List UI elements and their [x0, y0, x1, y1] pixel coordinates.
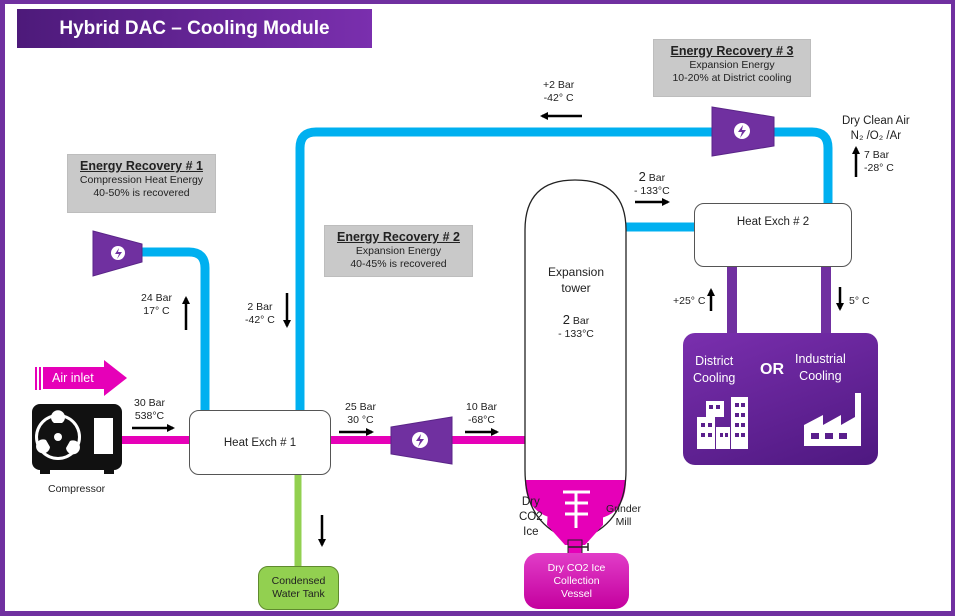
pipe-top-return	[295, 127, 833, 412]
energy-recovery-3-line1: Expansion Energy	[689, 59, 775, 71]
cooling-return-temp: 5° C	[849, 295, 870, 307]
dry-clean-air-conditions: 7 Bar -28° C	[864, 149, 894, 175]
dry-ice-line1: Dry	[521, 496, 540, 508]
expansion-tower-label: Expansion tower	[536, 264, 616, 296]
cooling-supply-temp: +25° C	[673, 295, 706, 307]
er2-turbine	[390, 416, 453, 465]
er1-riser-conditions: 24 Bar 17° C	[141, 292, 172, 318]
industrial-line2: Cooling	[799, 369, 842, 383]
compressor-out-conditions: 30 Bar 538°C	[134, 397, 165, 423]
dry-clean-air-line2: N₂ /O₂ /Ar	[850, 130, 902, 142]
district-line2: Cooling	[693, 371, 736, 385]
tower-out-temp: - 133°C	[634, 185, 670, 197]
hx1-out-temp: 30 °C	[347, 414, 374, 426]
grinder-line2: Mill	[615, 516, 632, 528]
vessel-label-line1: Dry CO2 Ice	[547, 561, 606, 574]
air-inlet-arrow	[35, 360, 127, 396]
energy-recovery-1: Energy Recovery # 1 Compression Heat Ene…	[67, 154, 216, 213]
top-return-conditions: +2 Bar -42° C	[543, 79, 574, 105]
dry-ice-line3: Ice	[523, 526, 539, 538]
factory-icon	[804, 393, 861, 446]
tank-label-line1: Condensed	[271, 575, 326, 587]
turbine-out-temp: -68°C	[467, 414, 495, 426]
top-return-pressure: +2 Bar	[543, 79, 575, 91]
er3-turbine	[711, 106, 775, 157]
tower-out-pressure-value: 2	[638, 169, 646, 184]
return-down-temp: -42° C	[245, 314, 275, 326]
vessel-label-line2: Collection	[553, 574, 600, 587]
energy-recovery-1-line1: Compression Heat Energy	[79, 174, 204, 186]
grinder-mill-label: Grinder Mill	[606, 503, 641, 529]
page-title: Hybrid DAC – Cooling Module	[17, 9, 372, 48]
dry-clean-air-line1: Dry Clean Air	[842, 115, 910, 127]
tank-label-line2: Water Tank	[272, 588, 325, 600]
tower-label-line2: tower	[561, 281, 591, 295]
compressor-icon	[32, 404, 122, 474]
energy-recovery-1-heading: Energy Recovery # 1	[80, 159, 203, 173]
dry-ice-line2: CO2	[519, 511, 543, 523]
tower-out-pressure-unit: Bar	[648, 172, 666, 184]
dry-clean-air-label: Dry Clean Air N₂ /O₂ /Ar	[842, 114, 910, 144]
district-cooling-label: District Cooling	[693, 353, 735, 387]
energy-recovery-2-line1: Expansion Energy	[355, 245, 442, 257]
energy-recovery-2-line2: 40-45% is recovered	[350, 258, 447, 270]
dry-clean-air-pressure: 7 Bar	[864, 149, 890, 161]
tower-out-conditions: 2 Bar - 133°C	[634, 170, 670, 198]
compressor-out-temp: 538°C	[134, 410, 165, 422]
turbine-out-pressure: 10 Bar	[466, 401, 497, 413]
compressor-label: Compressor	[48, 483, 106, 495]
heat-exchanger-1-label: Heat Exch # 1	[223, 436, 297, 449]
return-down-pressure: 2 Bar	[247, 301, 273, 313]
heat-exchanger-2-label: Heat Exch # 2	[736, 216, 810, 228]
dry-clean-air-temp: -28° C	[864, 162, 894, 174]
grinder-mill-icon	[563, 490, 590, 528]
hx1-out-conditions: 25 Bar 30 °C	[345, 401, 376, 427]
turbine-out-conditions: 10 Bar -68°C	[466, 401, 497, 427]
tower-pressure-unit: Bar	[572, 315, 590, 327]
energy-recovery-3-line2: 10-20% at District cooling	[672, 72, 792, 84]
compressor-out-pressure: 30 Bar	[134, 397, 165, 409]
energy-recovery-3: Energy Recovery # 3 Expansion Energy 10-…	[653, 39, 811, 97]
cooling-panel: District Cooling OR Industrial Cooling	[683, 333, 878, 465]
er1-riser-pressure: 24 Bar	[141, 292, 172, 304]
industrial-line1: Industrial	[795, 352, 846, 366]
energy-recovery-2: Energy Recovery # 2 Expansion Energy 40-…	[324, 225, 473, 277]
valve-icon	[568, 543, 589, 551]
er1-turbine	[92, 230, 143, 277]
industrial-cooling-label: Industrial Cooling	[795, 351, 846, 385]
energy-recovery-3-heading: Energy Recovery # 3	[670, 44, 794, 58]
condensed-water-tank: Condensed Water Tank	[258, 566, 339, 610]
er1-riser-temp: 17° C	[143, 305, 170, 317]
or-label: OR	[760, 361, 784, 378]
tower-label-line1: Expansion	[547, 265, 605, 279]
heat-exchanger-1: Heat Exch # 1	[189, 410, 331, 475]
dry-co2-ice-label: Dry CO2 Ice	[519, 495, 543, 540]
energy-recovery-2-heading: Energy Recovery # 2	[337, 230, 460, 244]
district-line1: District	[695, 354, 734, 368]
grinder-line1: Grinder	[606, 503, 642, 515]
heat-exchanger-2: Heat Exch # 2	[694, 203, 852, 267]
tower-temp: - 133°C	[558, 328, 594, 340]
co2-collection-vessel: Dry CO2 Ice Collection Vessel	[524, 553, 629, 609]
return-down-conditions: 2 Bar -42° C	[245, 301, 275, 327]
tower-pressure-value: 2	[562, 312, 570, 327]
hx1-out-pressure: 25 Bar	[345, 401, 376, 413]
vessel-label-line3: Vessel	[561, 587, 592, 600]
energy-recovery-1-line2: 40-50% is recovered	[93, 187, 190, 199]
air-inlet-label: Air inlet	[52, 371, 94, 385]
pipe-er1-riser	[140, 247, 210, 412]
top-return-temp: -42° C	[543, 92, 574, 104]
tower-conditions: 2 Bar - 133°C	[536, 313, 616, 341]
